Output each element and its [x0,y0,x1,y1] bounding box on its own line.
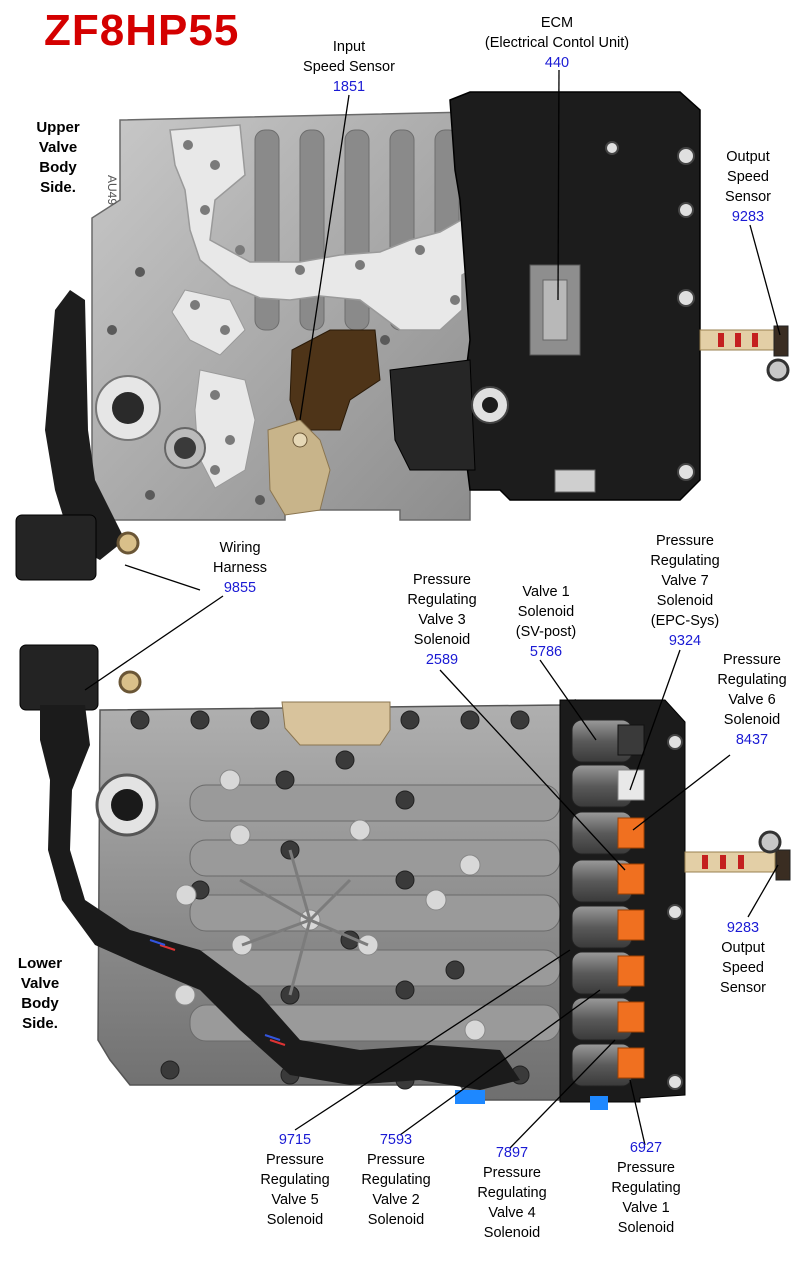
callout-prv6: Pressure Regulating Valve 6 Solenoid 843… [717,652,787,748]
callout-prv2: 7593 Pressure Regulating Valve 2 Solenoi… [361,1132,431,1228]
lower-side-label: Lower Valve Body Side. [17,955,63,1032]
callout-prv5: 9715 Pressure Regulating Valve 5 Solenoi… [260,1132,330,1228]
upper-valve-body: AU49 [15,91,790,581]
svg-text:AU49: AU49 [105,175,119,205]
callout-prv4: 7897 Pressure Regulating Valve 4 Solenoi… [477,1145,547,1241]
callout-valve1: Valve 1 Solenoid (SV-post) 5786 [515,584,577,660]
lower-valve-body [19,644,791,1110]
callout-prv7: Pressure Regulating Valve 7 Solenoid (EP… [650,533,720,649]
callout-prv1: 6927 Pressure Regulating Valve 1 Solenoi… [611,1140,681,1236]
leader-lines [84,69,781,1149]
callout-output-speed-sensor-top: Output Speed Sensor 9283 [725,149,771,225]
upper-side-label: Upper Valve Body Side. [36,119,80,196]
callout-prv3: Pressure Regulating Valve 3 Solenoid 258… [407,572,477,668]
diagram-title: ZF8HP55 [44,6,240,55]
callout-ecm: ECM (Electrical Contol Unit) 440 [484,15,630,71]
callout-output-speed-sensor-bottom: 9283 Output Speed Sensor [720,920,766,996]
callout-input-speed-sensor: Input Speed Sensor 1851 [303,39,395,95]
callout-wiring-harness: Wiring Harness 9855 [213,540,267,596]
